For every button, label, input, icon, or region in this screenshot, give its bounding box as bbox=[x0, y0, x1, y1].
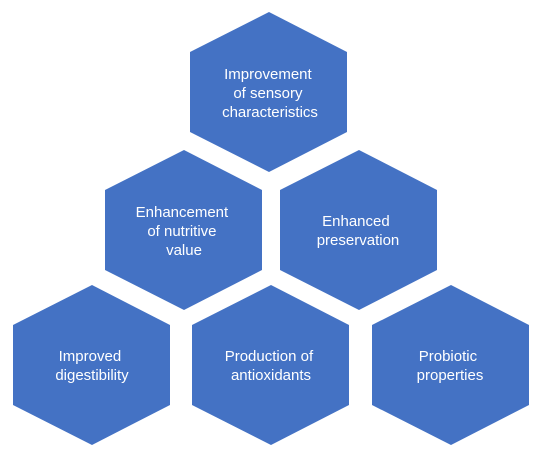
hexagon-shape bbox=[13, 285, 170, 445]
hexagon-label: Improved digestibility bbox=[55, 348, 129, 384]
hexagon-probiotic: Probiotic properties bbox=[372, 285, 529, 445]
hexagon-label: Enhancement of nutritive value bbox=[136, 204, 233, 259]
hexagon-label: Improvement of sensory characteristics bbox=[222, 66, 318, 121]
hexagon-antioxidants: Production of antioxidants bbox=[192, 285, 349, 445]
hexagon-label: Probiotic properties bbox=[417, 348, 484, 384]
hexagon-shape bbox=[280, 150, 437, 310]
hexagon-nutritive: Enhancement of nutritive value bbox=[105, 150, 262, 310]
hexagon-shape bbox=[105, 150, 262, 310]
hexagon-shape bbox=[192, 285, 349, 445]
hexagon-label: Enhanced preservation bbox=[317, 213, 400, 249]
hexagon-shape bbox=[190, 12, 347, 172]
hexagon-digestibility: Improved digestibility bbox=[13, 285, 170, 445]
hexagon-sensory: Improvement of sensory characteristics bbox=[190, 12, 347, 172]
hexagon-label: Production of antioxidants bbox=[225, 348, 318, 384]
hexagon-shape bbox=[372, 285, 529, 445]
hexagon-preservation: Enhanced preservation bbox=[280, 150, 437, 310]
